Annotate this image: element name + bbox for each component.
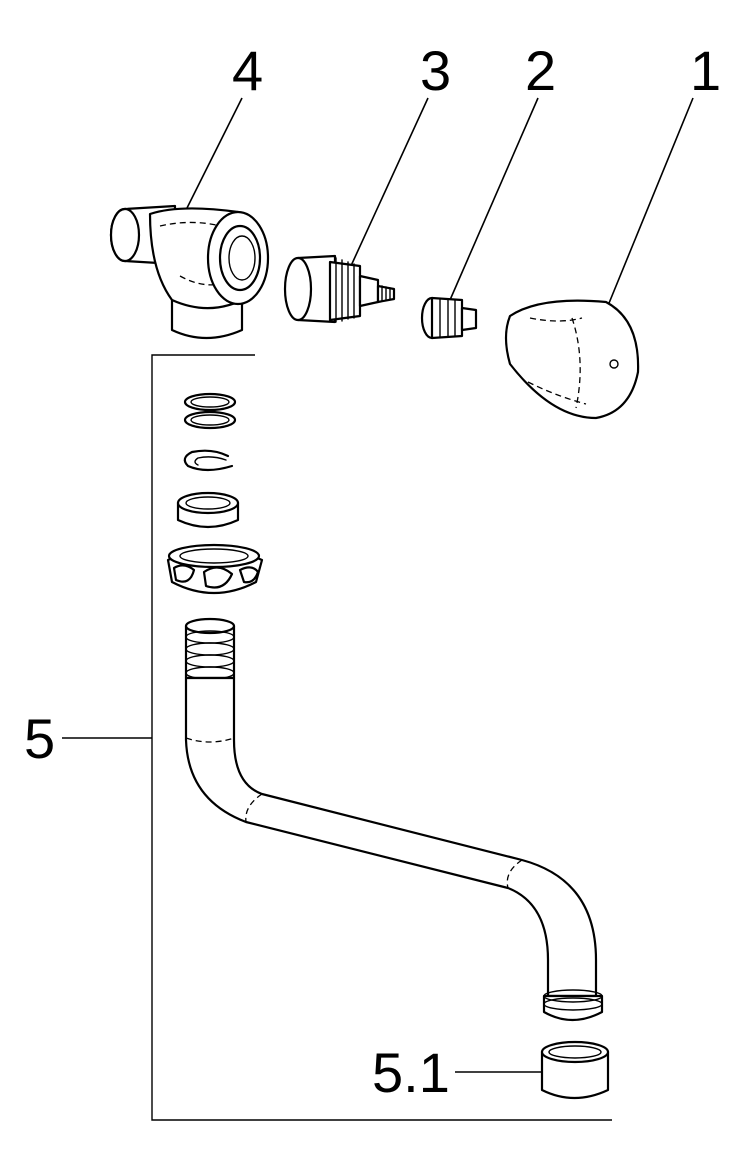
callout-label-5-1: 5.1	[372, 1041, 450, 1104]
part-1-handle	[504, 299, 640, 420]
part-4-valve-body	[109, 204, 270, 340]
part-3-cartridge	[283, 254, 396, 324]
callout-label-5: 5	[24, 707, 55, 770]
leader-line-1	[597, 97, 694, 331]
part-5-union-nut	[166, 543, 264, 595]
callout-label-3: 3	[420, 39, 451, 102]
leader-line-2	[449, 97, 539, 301]
part-5-spout	[184, 617, 604, 1022]
part-5-1-aerator	[540, 1040, 610, 1100]
callout-label-1: 1	[690, 39, 721, 102]
part-5-sleeve	[176, 491, 240, 529]
leader-line-3	[349, 97, 429, 269]
assembly-bracket-5	[151, 354, 612, 1121]
part-5-o-rings	[183, 392, 237, 430]
callout-label-2: 2	[525, 39, 556, 102]
callout-label-4: 4	[232, 39, 263, 102]
part-5-retaining-clip	[183, 449, 234, 472]
part-2-adapter	[420, 296, 478, 340]
